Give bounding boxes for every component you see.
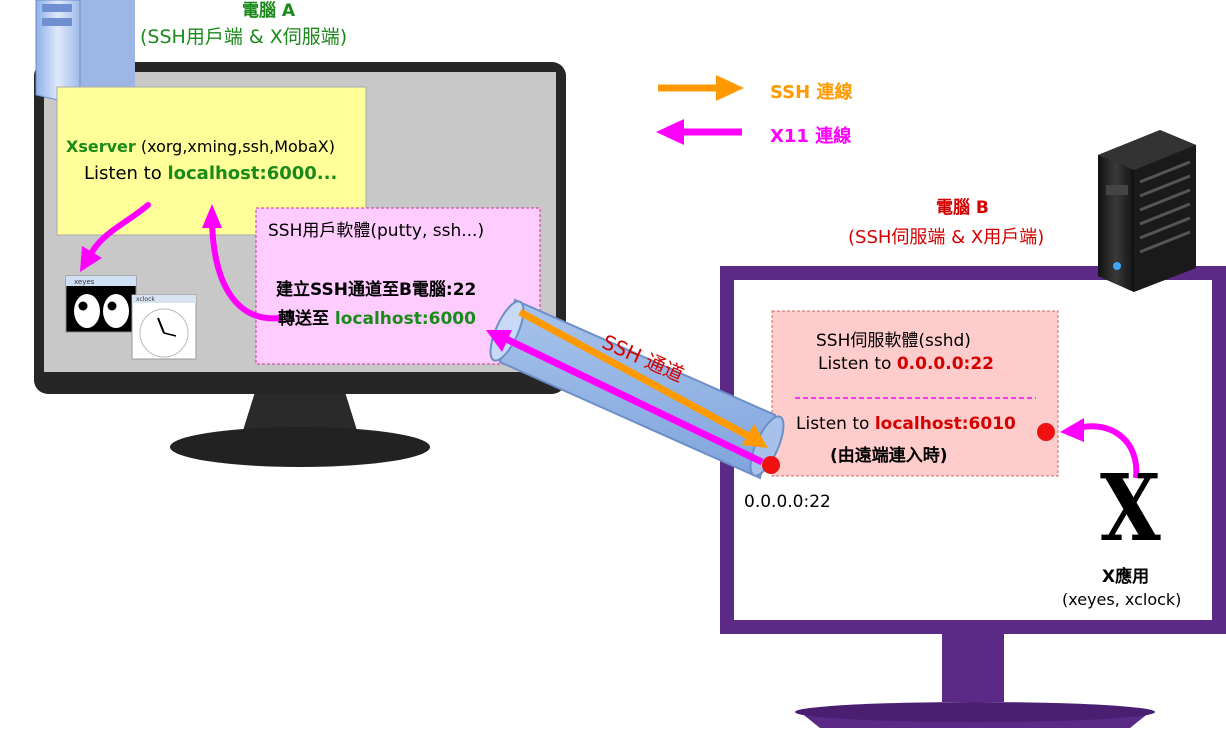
arrowhead	[202, 204, 222, 228]
ssh-connection-arrow	[518, 308, 754, 442]
xserver-listen-prefix: Listen to	[84, 163, 168, 184]
ssh-client-line2: 轉送至 localhost:6000	[278, 304, 476, 329]
x-logo-icon: X	[1100, 454, 1161, 562]
legend-ssh-arrow	[658, 75, 744, 101]
xserver-line1: Xserver (xorg,xming,ssh,MobaX)	[66, 137, 335, 156]
computer-b-subtitle: (SSH伺服端 & X用戶端)	[848, 227, 1045, 248]
xeyes-window	[65, 275, 137, 333]
xeyes-window-title: xeyes	[74, 278, 95, 286]
x-forward-listen: Listen to localhost:6010	[796, 414, 1016, 434]
xserver-listen-addr: localhost:6000...	[167, 163, 338, 184]
sshd-listen: Listen to 0.0.0.0:22	[818, 354, 994, 374]
x11-arrows-a	[89, 202, 283, 322]
sshd-listen-prefix: Listen to	[818, 354, 897, 374]
xserver-impls: (xorg,xming,ssh,MobaX)	[135, 137, 335, 156]
port-label: 0.0.0.0:22	[744, 492, 831, 512]
x-app-label: X應用	[1102, 567, 1150, 587]
port-dot-6010	[1037, 423, 1055, 441]
computer-a-subtitle: (SSH用戶端 & X伺服端)	[140, 26, 348, 48]
x11-arrow-b	[1077, 423, 1140, 479]
arrowhead	[742, 424, 768, 448]
arrowhead	[1060, 418, 1084, 442]
ssh-client-line1: 建立SSH通道至B電腦:22	[276, 280, 477, 300]
xclock-window	[131, 294, 197, 360]
arrowhead	[486, 330, 512, 352]
ssh-client-title: SSH用戶軟體(putty, ssh...)	[268, 221, 485, 241]
x11-connection-arrow	[502, 334, 764, 466]
legend-x11-label: X11 連線	[770, 126, 852, 147]
server-a-icon	[35, 0, 135, 106]
xserver-name: Xserver	[66, 137, 136, 156]
arrowhead	[80, 246, 102, 272]
xclock-window-title: xclock	[136, 296, 155, 303]
x-forward-listen-addr: localhost:6010	[874, 414, 1016, 434]
ssh-client-forward-prefix: 轉送至	[278, 309, 335, 329]
ssh-client-forward-addr: localhost:6000	[334, 309, 476, 329]
legend-x11-arrow	[656, 119, 742, 145]
x-app-examples: (xeyes, xclock)	[1062, 590, 1182, 609]
server-b-icon	[1098, 130, 1196, 292]
sshd-title: SSH伺服軟體(sshd)	[816, 331, 971, 351]
sshd-box	[771, 310, 1059, 477]
x-forward-note: (由遠端連入時)	[830, 446, 948, 466]
sshd-listen-addr: 0.0.0.0:22	[896, 354, 994, 374]
x-forward-listen-prefix: Listen to	[796, 414, 875, 434]
computer-a-title: 電腦 A	[242, 1, 296, 21]
computer-b-title: 電腦 B	[936, 198, 989, 218]
xserver-listen: Listen to localhost:6000...	[84, 163, 337, 184]
legend-ssh-label: SSH 連線	[770, 82, 853, 103]
port-dot-22	[762, 456, 780, 474]
